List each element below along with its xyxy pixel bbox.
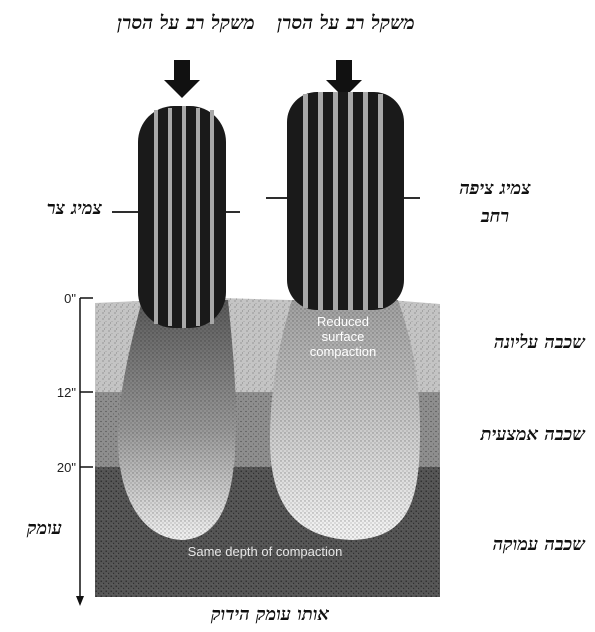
narrow-tire <box>138 106 226 328</box>
wide-tire-label-line2: רחב <box>440 206 550 227</box>
reduced-line-3: compaction <box>310 344 376 359</box>
same-depth-label: Same depth of compaction <box>188 544 343 559</box>
depth-axis: 0" 12" 20" <box>57 291 93 606</box>
narrow-tire-label: צמיג צר <box>12 198 102 219</box>
depth-tick-12: 12" <box>57 385 76 400</box>
load-arrow-left <box>164 60 200 98</box>
depth-label: עומק <box>4 518 62 539</box>
reduced-line-2: surface <box>322 329 365 344</box>
load-label-right: משקל רב על הסרן <box>248 12 444 35</box>
middle-layer-label: שכבה אמצעית <box>445 424 585 445</box>
same-depth-hebrew-label: אותו עומק הידוק <box>160 604 380 625</box>
wide-tire-label-line1: צמיג ציפה <box>440 178 550 199</box>
wide-tire <box>287 92 404 310</box>
depth-tick-20: 20" <box>57 460 76 475</box>
deep-layer-label: שכבה עמוקה <box>445 534 585 555</box>
narrow-tire-compaction-bulb <box>118 300 236 540</box>
reduced-line-1: Reduced <box>317 314 369 329</box>
top-layer-label: שכבה עליונה <box>445 332 585 353</box>
depth-tick-0: 0" <box>64 291 76 306</box>
